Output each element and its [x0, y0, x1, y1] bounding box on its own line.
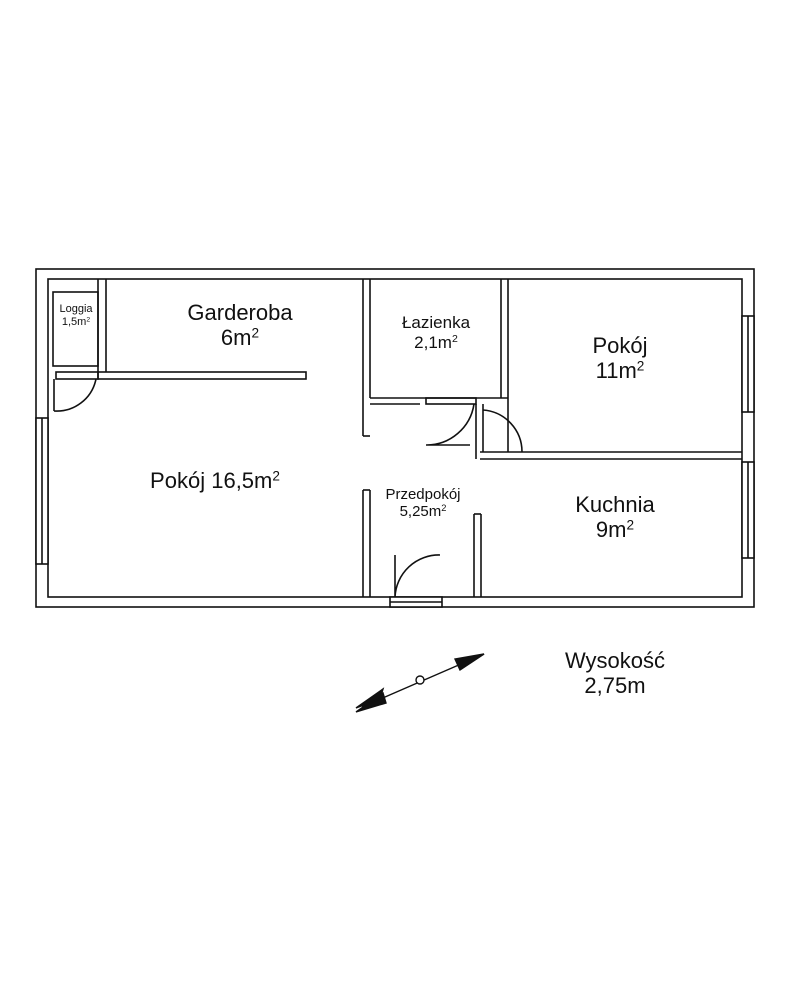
loggia-threshold: [55, 371, 99, 380]
unit-superscript: 2: [251, 325, 260, 341]
pokoj-door-swing: [482, 409, 523, 453]
room-name: Pokój: [592, 333, 648, 358]
room-area: 16,5m: [211, 468, 273, 493]
room-label-lazienka: Łazienka 2,1m2: [373, 313, 499, 352]
unit-superscript: 2: [272, 468, 280, 484]
room-name: Garderoba: [187, 300, 293, 325]
room-name: Kuchnia: [575, 492, 655, 517]
room-label-przedpokoj: Przedpokój 5,25m2: [368, 486, 478, 521]
room-name: Pokój: [150, 468, 206, 493]
room-area: 9m: [595, 517, 627, 543]
room-area: 5,25m: [399, 503, 442, 521]
unit-superscript: 2: [86, 315, 91, 323]
entrance-door-swing: [394, 554, 441, 598]
room-name: Loggia: [59, 303, 93, 315]
room-label-garderoba: Garderoba 6m2: [150, 300, 330, 351]
unit-superscript: 2: [626, 517, 635, 533]
room-area: 1,5m: [61, 315, 87, 328]
window-left: [35, 417, 49, 565]
height-title: Wysokość: [564, 648, 666, 673]
window-right-lower: [741, 461, 755, 559]
north-arrow-icon: [355, 653, 485, 713]
room-label-loggia: Loggia 1,5m2: [52, 303, 100, 328]
room-label-pokoj-large: Pokój 16,5m2: [110, 468, 320, 493]
height-value: 2,75m: [584, 673, 646, 699]
unit-superscript: 2: [451, 332, 458, 345]
unit-superscript: 2: [636, 358, 645, 374]
lazienka-door-swing: [425, 403, 475, 446]
room-area: 2,1m: [414, 332, 452, 352]
unit-superscript: 2: [441, 503, 447, 514]
room-label-kuchnia: Kuchnia 9m2: [540, 492, 690, 543]
lazienka-threshold: [425, 397, 477, 405]
room-label-pokoj-small: Pokój 11m2: [550, 333, 690, 384]
room-area: 6m: [220, 325, 252, 351]
garderoba-bottom-wall: [97, 371, 307, 380]
loggia-door-swing: [53, 378, 97, 412]
room-name: Przedpokój: [385, 486, 461, 503]
ceiling-height-label: Wysokość 2,75m: [535, 648, 695, 699]
room-name: Łazienka: [401, 313, 471, 332]
window-right-upper: [741, 315, 755, 413]
room-area: 11m: [595, 358, 637, 384]
